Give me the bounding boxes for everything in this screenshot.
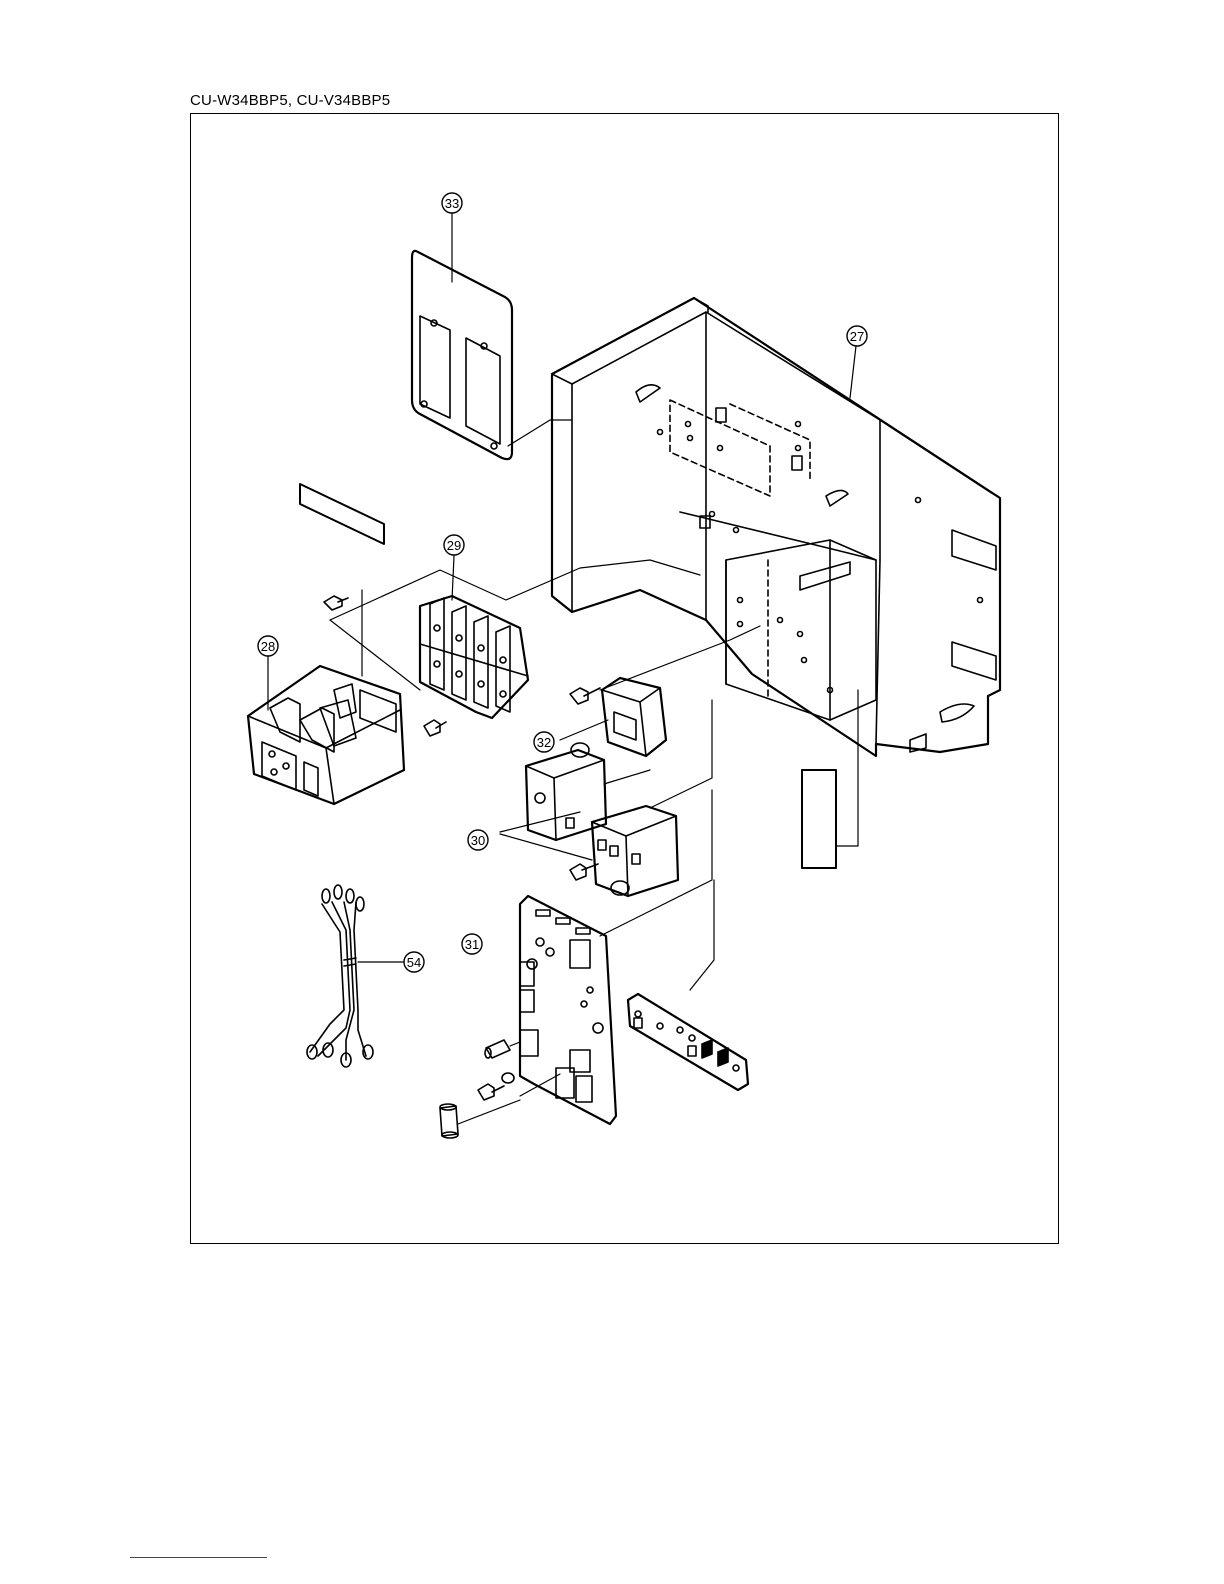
part-31-pcb bbox=[520, 790, 712, 1124]
callout-32: 32 bbox=[537, 735, 551, 750]
callout-28: 28 bbox=[261, 639, 275, 654]
indicator-board bbox=[628, 880, 748, 1090]
callout-27: 27 bbox=[850, 329, 864, 344]
part-54-wire-harness bbox=[307, 885, 404, 1067]
screw bbox=[478, 1073, 514, 1100]
callout-29: 29 bbox=[447, 538, 461, 553]
part-32-transformer bbox=[560, 626, 760, 756]
fuse bbox=[440, 1100, 520, 1138]
footer-rule bbox=[130, 1557, 267, 1558]
callout-33: 33 bbox=[445, 196, 459, 211]
part-33-cover-plate bbox=[412, 214, 572, 459]
callout-circles bbox=[258, 193, 867, 972]
callout-54: 54 bbox=[407, 955, 421, 970]
callout-30: 30 bbox=[471, 833, 485, 848]
label-strip bbox=[300, 484, 384, 544]
screw bbox=[324, 596, 348, 610]
part-30-capacitor bbox=[526, 743, 650, 840]
screw bbox=[424, 720, 446, 736]
part-27-cabinet bbox=[552, 298, 1000, 756]
callout-31: 31 bbox=[465, 937, 479, 952]
part-29-terminal-board bbox=[330, 556, 700, 718]
screw bbox=[570, 688, 600, 704]
part-28-contactor bbox=[248, 590, 404, 804]
fuse bbox=[485, 1040, 520, 1058]
